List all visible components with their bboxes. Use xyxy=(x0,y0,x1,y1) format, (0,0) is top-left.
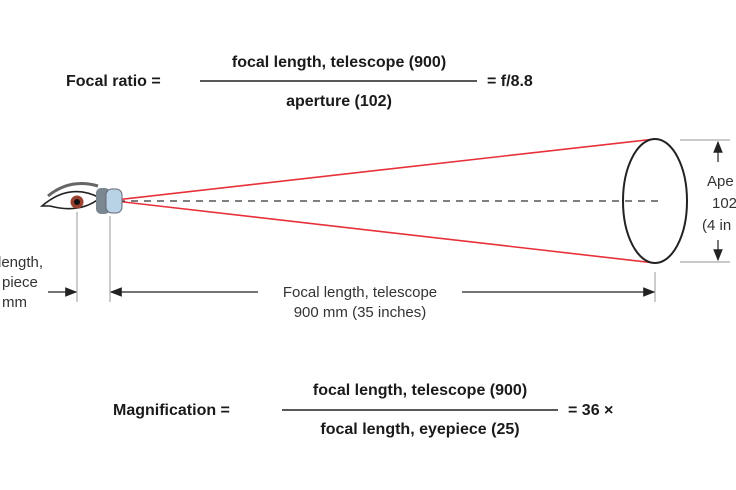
aperture-label-line1: Ape xyxy=(707,173,734,190)
magnification-result: = 36 × xyxy=(568,402,613,419)
focal-ratio-label: Focal ratio = xyxy=(66,73,161,90)
focal-ratio-numerator: focal length, telescope (900) xyxy=(232,54,446,71)
telescope-label-line1: Focal length, telescope xyxy=(283,284,437,301)
eye-icon xyxy=(39,182,102,210)
aperture-label-line3: (4 in xyxy=(702,217,731,234)
eyepiece-label-line1: length, xyxy=(0,254,43,271)
eyepiece-label-line2: piece xyxy=(2,274,38,291)
magnification-numerator: focal length, telescope (900) xyxy=(313,382,527,399)
focal-ratio-result: = f/8.8 xyxy=(487,73,533,90)
upper-ray xyxy=(114,138,656,201)
eyepiece-icon xyxy=(96,188,123,214)
eyepiece-label-line3: mm xyxy=(2,294,27,311)
aperture-lens xyxy=(622,138,688,264)
focal-ratio-denominator: aperture (102) xyxy=(286,93,392,110)
telescope-label-line2: 900 mm (35 inches) xyxy=(294,304,427,321)
lower-ray xyxy=(114,200,656,264)
aperture-label-line2: 102 xyxy=(712,195,736,212)
magnification-label: Magnification = xyxy=(113,402,230,419)
magnification-denominator: focal length, eyepiece (25) xyxy=(320,421,519,438)
